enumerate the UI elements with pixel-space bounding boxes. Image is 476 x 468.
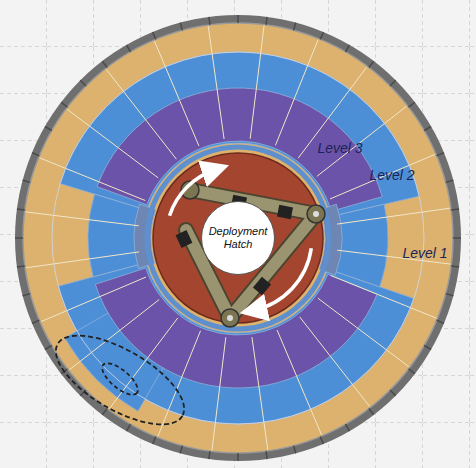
hatch-label: Deployment Hatch xyxy=(208,225,268,251)
rim-tick xyxy=(446,294,454,296)
rim-tick xyxy=(102,409,107,415)
rim-tick xyxy=(80,80,86,86)
rim-tick xyxy=(294,23,296,31)
rim-tick xyxy=(102,61,107,67)
level-label: Level 3 xyxy=(317,140,363,156)
deck-floor xyxy=(153,153,323,323)
rim-tick xyxy=(180,23,182,31)
rim-tick xyxy=(127,424,131,431)
segment-line xyxy=(277,330,322,435)
segment-line xyxy=(208,26,224,139)
segment-line xyxy=(41,277,146,322)
rim-tick xyxy=(390,390,396,396)
rim-tick xyxy=(437,153,444,156)
rim-tick xyxy=(45,127,52,131)
rim-tick xyxy=(237,15,239,23)
segment-line xyxy=(154,41,199,146)
segment-line xyxy=(330,154,435,199)
rim-tick xyxy=(209,451,210,459)
level-1-ring xyxy=(23,23,453,453)
segment-line xyxy=(337,208,450,224)
rotation-arrow xyxy=(170,170,216,216)
rim-tick xyxy=(369,61,374,67)
rim-tick xyxy=(237,453,239,461)
rim-tick xyxy=(346,424,350,431)
segment-line xyxy=(67,109,158,178)
rim-tick xyxy=(209,17,210,25)
rim-tick xyxy=(153,32,156,39)
rim-tick xyxy=(390,80,396,86)
highlight-ellipse xyxy=(43,318,198,442)
rim-tick xyxy=(180,446,182,454)
segment-line xyxy=(106,69,176,159)
segment-line xyxy=(298,67,367,158)
rim-tick xyxy=(23,180,31,182)
hatch-circle: Deployment Hatch xyxy=(201,201,275,275)
rim-tick xyxy=(369,409,374,415)
outer-rim xyxy=(15,15,461,461)
rim-tick xyxy=(266,451,267,459)
rim-tick xyxy=(17,209,25,210)
rim-tick xyxy=(61,102,67,107)
rim-tick xyxy=(451,209,459,210)
segment-line xyxy=(158,331,201,437)
rim-tick xyxy=(320,437,323,444)
rim-tick xyxy=(32,153,39,156)
level-2-ring xyxy=(60,52,419,217)
segment-line xyxy=(300,317,370,407)
rim-tick xyxy=(437,320,444,323)
segment-line xyxy=(252,337,268,450)
rim-tick xyxy=(453,237,461,239)
segment-line xyxy=(317,106,407,176)
segment-line xyxy=(250,26,264,139)
robot-arm xyxy=(176,181,325,327)
level-label: Level 1 xyxy=(402,245,448,261)
ring-edge xyxy=(52,52,424,424)
rim-tick xyxy=(451,266,459,267)
segment-line xyxy=(26,212,139,226)
rim-tick xyxy=(346,45,350,52)
ring-sectors xyxy=(58,52,419,424)
segment-line xyxy=(212,337,226,450)
segment-line xyxy=(69,300,159,370)
rim-tick xyxy=(32,320,39,323)
segment-line xyxy=(331,275,437,318)
rim-tick xyxy=(320,32,323,39)
segment-line xyxy=(275,40,318,146)
rim-tick xyxy=(294,446,296,454)
rim-tick xyxy=(17,266,25,267)
segment-line xyxy=(318,298,409,367)
level-label: Level 2 xyxy=(369,167,415,183)
rim-tick xyxy=(409,102,415,107)
rim-tick xyxy=(424,346,431,350)
rim-tick xyxy=(127,45,131,52)
rim-tick xyxy=(409,369,415,374)
highlight-ellipse xyxy=(97,358,142,400)
rim-tick xyxy=(45,346,52,350)
segment-line xyxy=(40,158,146,201)
rim-tick xyxy=(15,237,23,239)
rim-tick xyxy=(446,180,454,182)
segment-line xyxy=(109,318,178,409)
segment-lines xyxy=(15,15,461,461)
rim-tick xyxy=(23,294,31,296)
rim-tick xyxy=(266,17,267,25)
rim-tick xyxy=(424,127,431,131)
inner-ring xyxy=(147,147,329,329)
rim-tick xyxy=(153,437,156,444)
segment-line xyxy=(26,252,139,268)
